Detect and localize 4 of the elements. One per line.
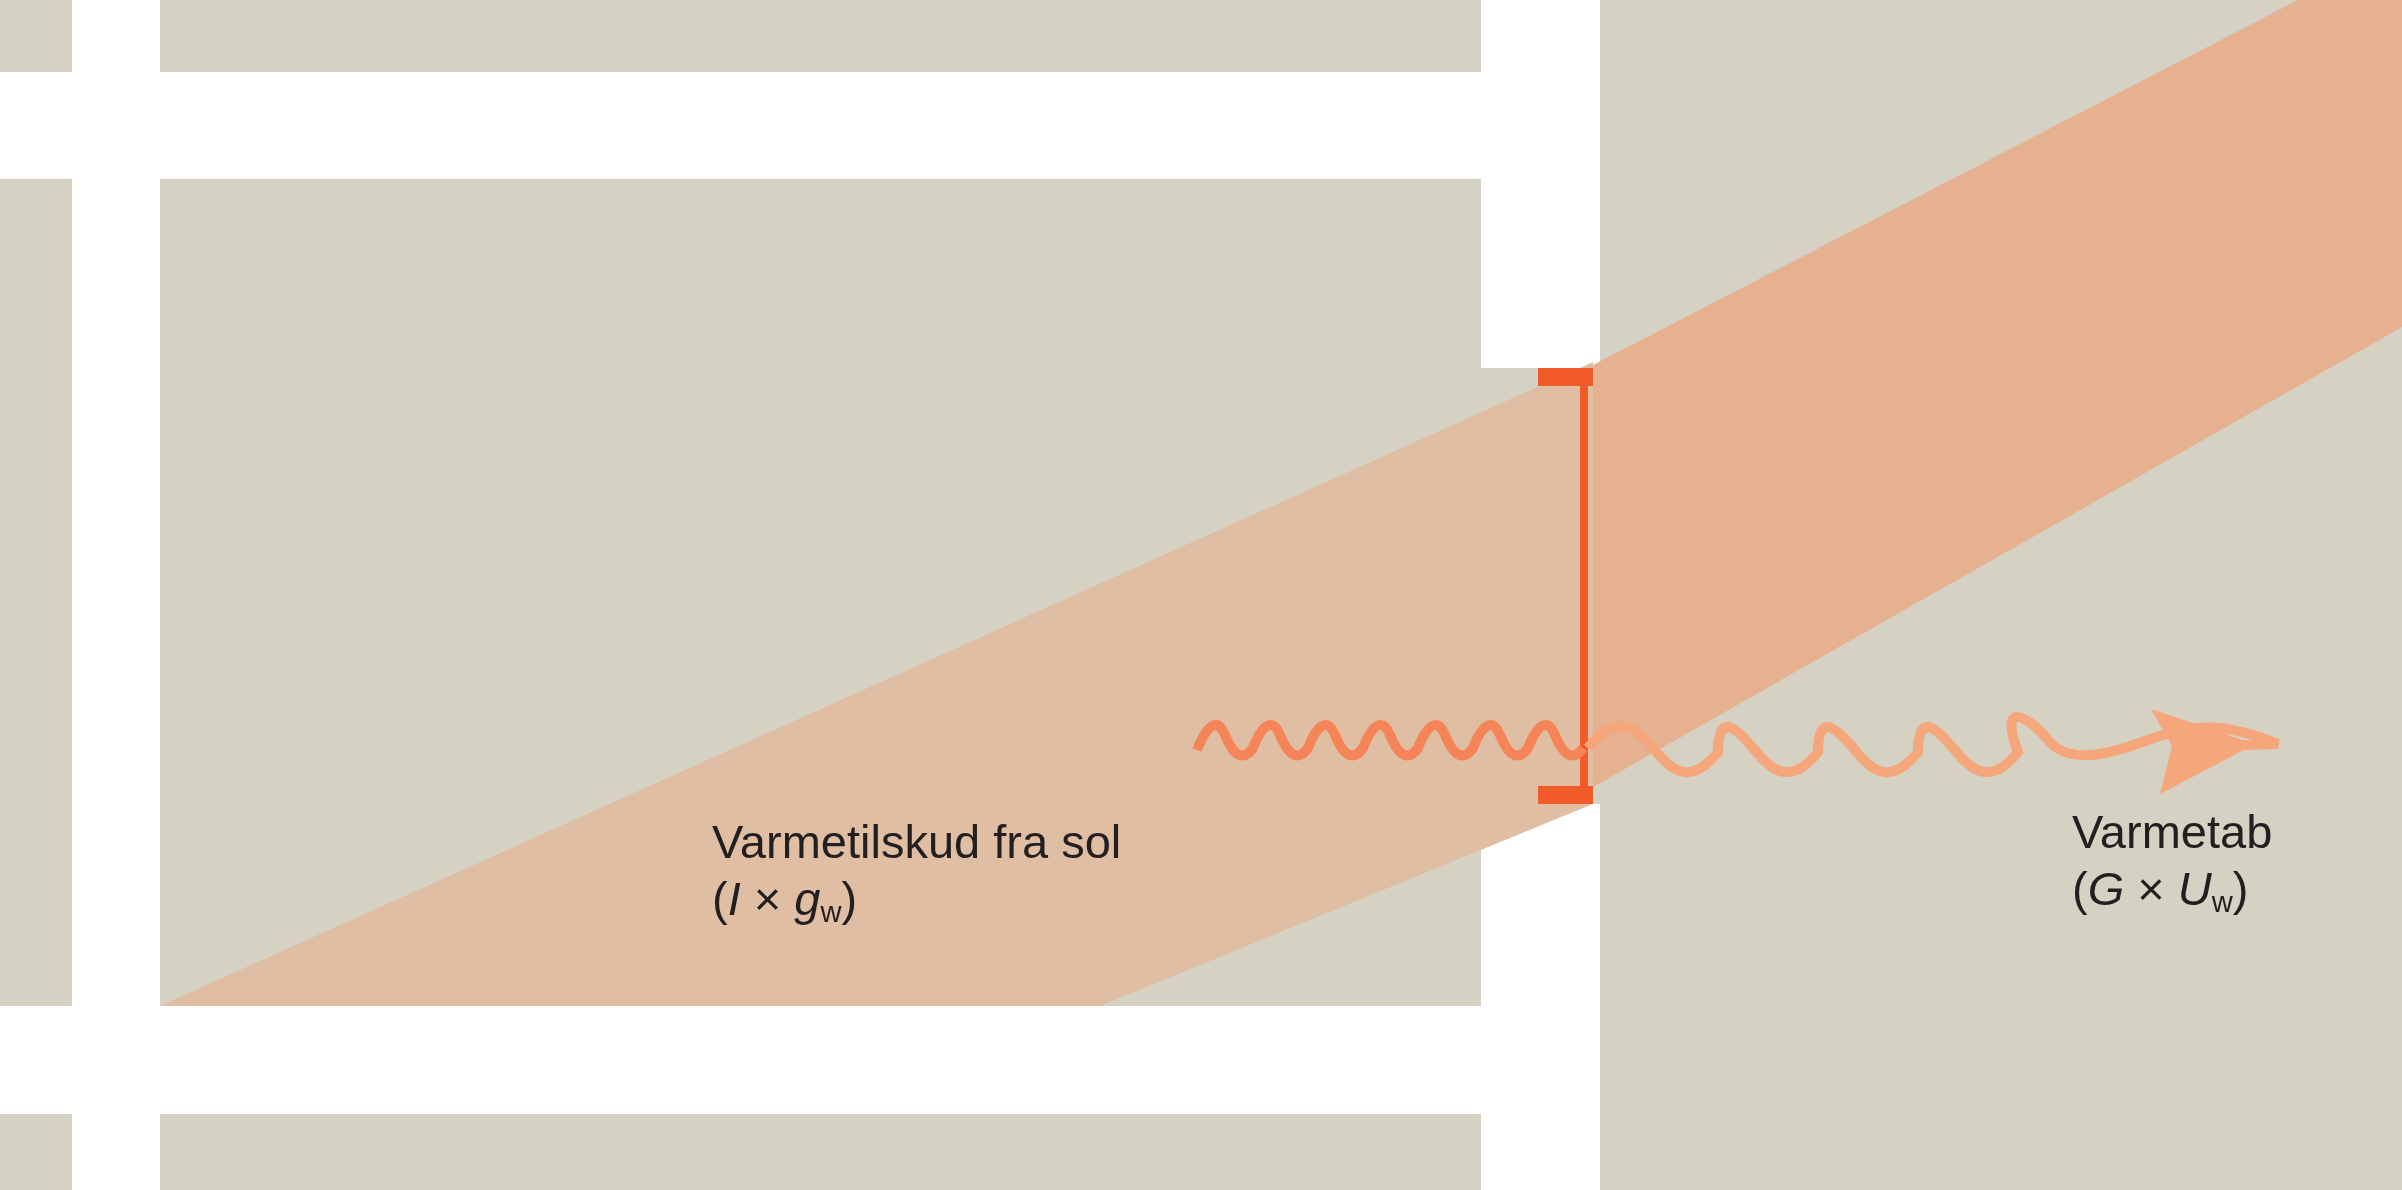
formula-text: (I × g$_{w}$) bbox=[712, 872, 858, 926]
label-text: Varmetab bbox=[2072, 805, 2273, 859]
formula-text: (G × U$_{w}$) bbox=[2072, 862, 2249, 916]
label-text: Varmetilskud fra sol bbox=[712, 815, 1122, 869]
